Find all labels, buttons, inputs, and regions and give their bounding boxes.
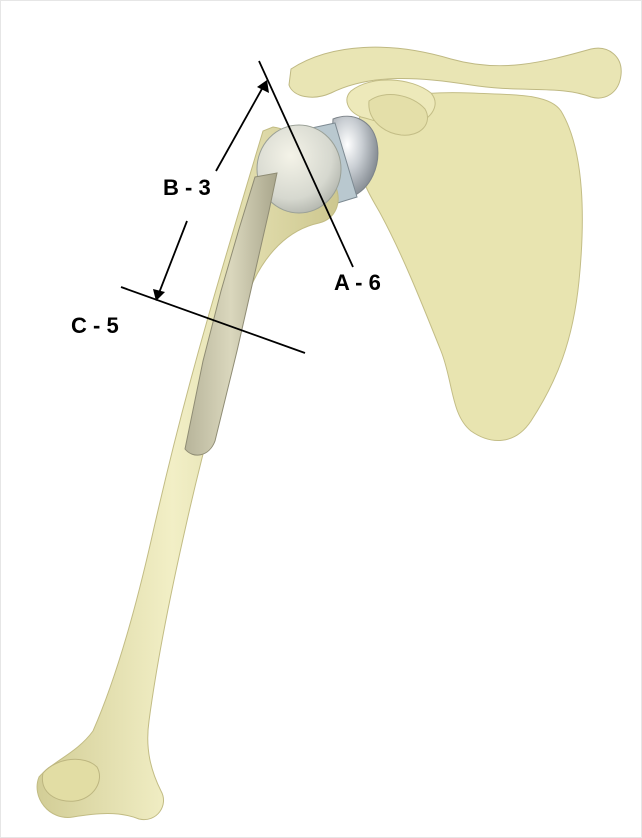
scapula	[357, 93, 583, 441]
clavicle	[289, 47, 621, 98]
humerus	[37, 127, 338, 820]
label-b: B - 3	[163, 177, 211, 199]
label-c: C - 5	[71, 315, 119, 337]
label-a: A - 6	[334, 272, 381, 294]
